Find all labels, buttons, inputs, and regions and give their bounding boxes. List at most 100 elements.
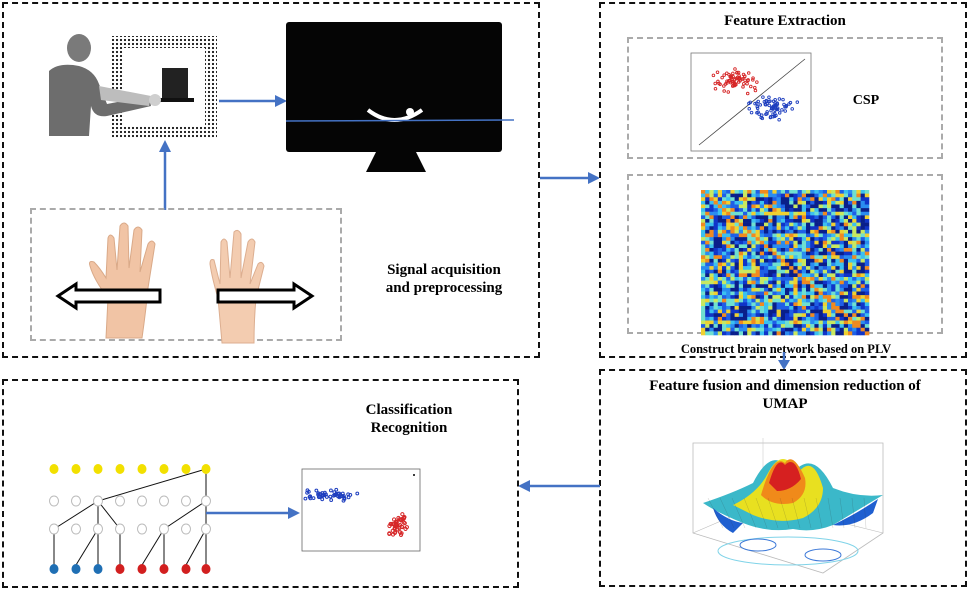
scatter-point [756, 110, 760, 114]
right-hand-icon [209, 229, 265, 344]
scatter-point [761, 95, 765, 99]
hidden-node [137, 495, 147, 507]
scatter-point [746, 71, 751, 75]
plv-label: Construct brain network based on PLV [680, 342, 892, 356]
plv-box [627, 174, 943, 336]
scatter-point [773, 102, 778, 107]
scatter-point [399, 531, 404, 536]
hidden-node [49, 523, 59, 535]
signal-label-line1: Signal acquisition [387, 262, 501, 278]
input-node [137, 464, 147, 474]
csp-label: CSP [852, 93, 880, 108]
feature-fusion-umap-panel: Feature fusion and dimension reduction o… [599, 369, 967, 587]
input-node [181, 464, 191, 474]
hidden-node [93, 495, 103, 507]
scatter-point [720, 75, 724, 80]
hidden-node [159, 495, 169, 507]
scatter-point [725, 71, 729, 75]
scatter-point [722, 84, 726, 88]
scatter-point [763, 102, 768, 107]
scatter-point [784, 105, 788, 109]
scatter-point [771, 112, 775, 116]
scatter-point [773, 111, 777, 116]
scatter-point [324, 492, 328, 497]
hidden-node [115, 523, 125, 535]
classifier-tree-network [49, 464, 211, 574]
right-arrow-icon [216, 281, 315, 311]
scatter-point [402, 515, 407, 520]
scatter-point [336, 494, 341, 499]
left-hand-icon [89, 222, 156, 339]
signal-label-line2: and preprocessing [385, 280, 503, 296]
scatter-point [731, 79, 735, 84]
scatter-point [747, 107, 751, 111]
scatter-point [340, 491, 345, 496]
scatter-point [755, 106, 760, 111]
scatter-point [387, 523, 392, 529]
scatter-point [718, 82, 722, 86]
hidden-node [71, 495, 81, 507]
scatter-point [731, 71, 735, 76]
scatter-point [758, 103, 763, 107]
scatter-point [400, 512, 405, 517]
scatter-point [777, 117, 781, 122]
output-node [181, 564, 191, 574]
scatter-point [742, 81, 746, 86]
scatter-point [725, 81, 729, 85]
scatter-point [390, 532, 396, 537]
csp-box: CSP [627, 37, 943, 159]
scatter-point [777, 97, 782, 101]
monitor-icon [285, 22, 515, 172]
scatter-point [328, 494, 333, 499]
signal-acquisition-label: Signal acquisition and preprocessing [349, 261, 539, 297]
classification-result-scatter [301, 468, 421, 552]
scatter-point [329, 498, 334, 502]
scatter-point [320, 497, 325, 502]
scatter-point [741, 77, 745, 81]
scatter-point [759, 113, 764, 117]
scatter-point [775, 106, 780, 110]
scatter-point [769, 108, 773, 113]
signal-acquisition-panel: Signal acquisition and preprocessing [2, 2, 540, 358]
arrow-to-fusion [778, 352, 790, 370]
scatter-point [333, 493, 337, 498]
fusion-title-line1: Feature fusion and dimension reduction o… [649, 378, 921, 394]
scatter-point [765, 110, 769, 114]
scatter-point [346, 495, 351, 500]
scatter-point [780, 108, 784, 112]
feature-extraction-title: Feature Extraction [724, 13, 846, 29]
scatter-point [337, 491, 342, 496]
output-node [93, 564, 103, 574]
arrow-to-result-scatter [206, 507, 300, 519]
scatter-point [303, 496, 308, 501]
hidden-node [137, 523, 147, 535]
scatter-point [387, 531, 392, 537]
hidden-node [115, 495, 125, 507]
classification-title-line1: Classification [365, 402, 453, 418]
scatter-point [788, 100, 793, 105]
output-node [201, 564, 211, 574]
scatter-point [735, 75, 740, 80]
hidden-node [159, 523, 169, 535]
scatter-point [753, 88, 758, 93]
scatter-point [401, 520, 406, 525]
scatter-point [755, 80, 759, 84]
hidden-node [201, 495, 211, 507]
scatter-point [749, 110, 754, 115]
scatter-point [713, 81, 717, 86]
input-node [93, 464, 103, 474]
scatter-point [341, 498, 346, 503]
scatter-point [394, 527, 399, 532]
scatter-point [355, 491, 360, 496]
scatter-point [736, 70, 741, 75]
scatter-point [767, 103, 771, 108]
scatter-point [765, 112, 769, 116]
output-node [49, 564, 59, 574]
scatter-point [726, 90, 731, 94]
input-node [115, 464, 125, 474]
hidden-node [49, 495, 59, 507]
scatter-point [771, 99, 776, 104]
scatter-point [728, 74, 732, 79]
hidden-node [181, 523, 191, 535]
scatter-point [755, 101, 759, 105]
